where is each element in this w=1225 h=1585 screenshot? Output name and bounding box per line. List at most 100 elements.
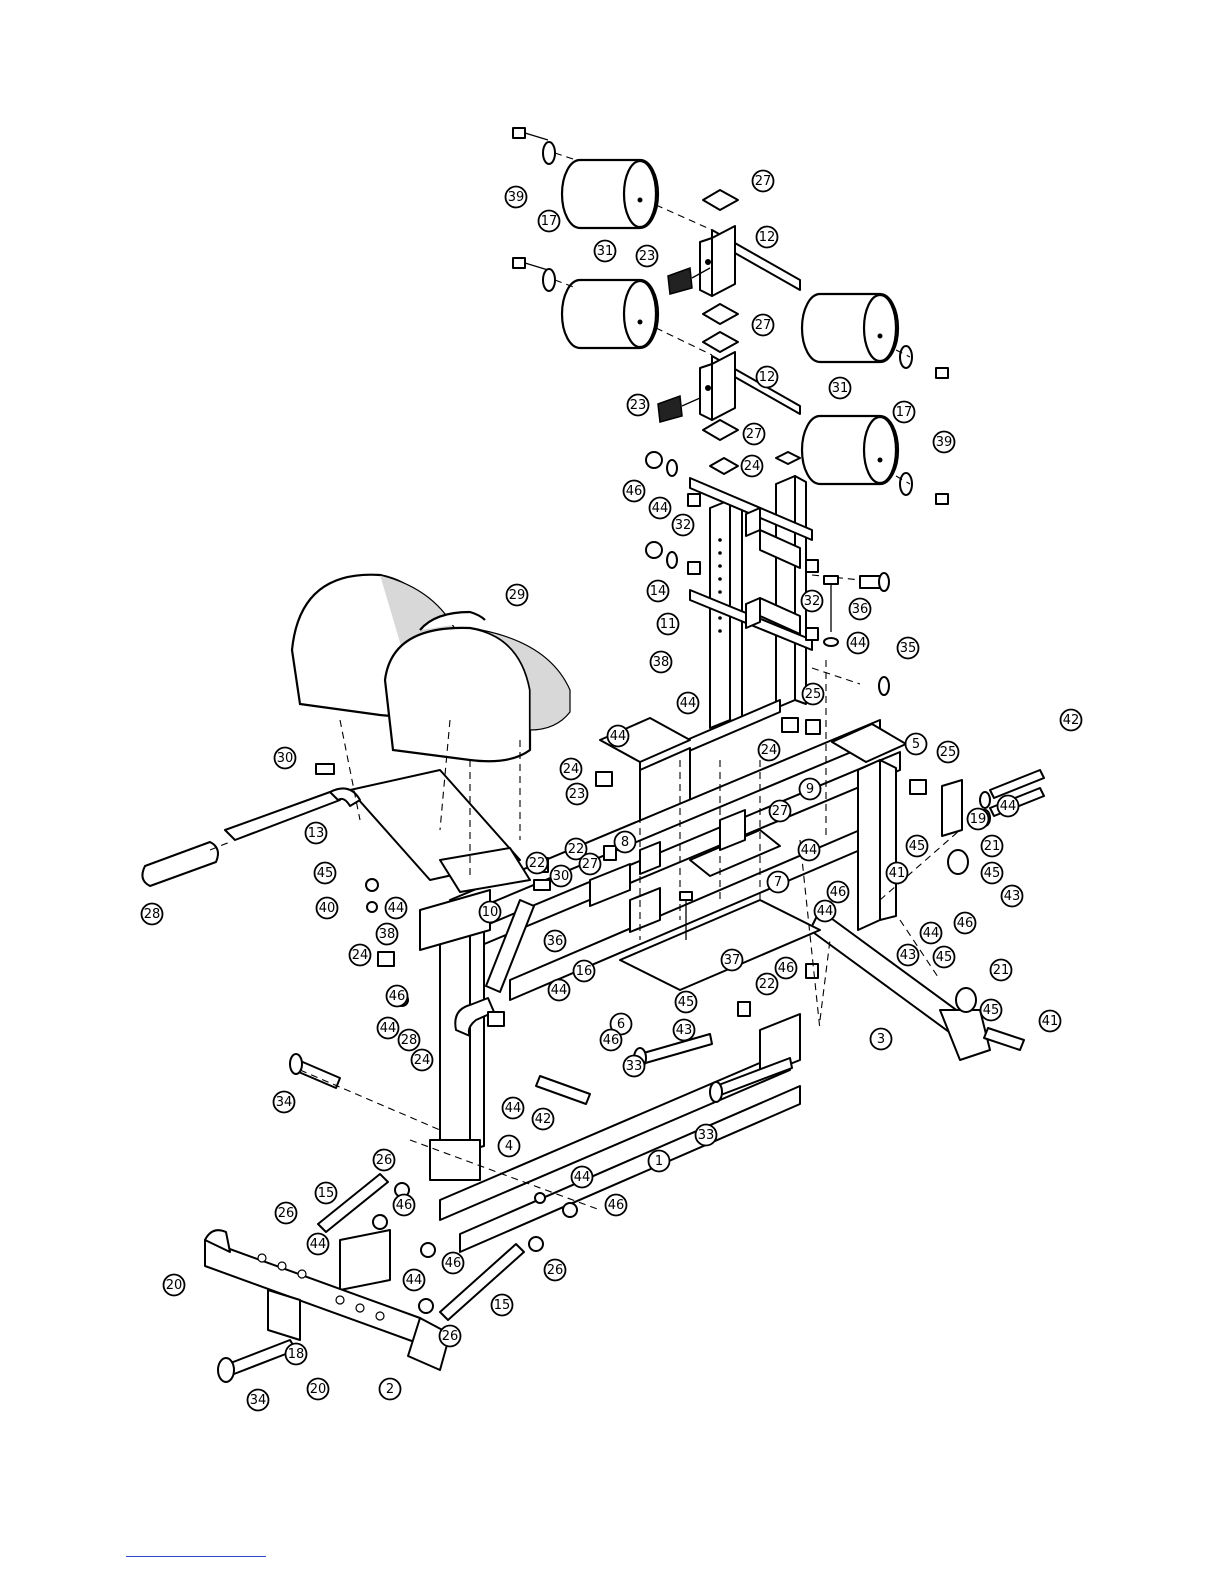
part-callout-label: 46 xyxy=(830,885,847,900)
part-callout-ring xyxy=(272,1090,296,1114)
part-callout-ring xyxy=(604,1193,628,1217)
part-callout-label: 26 xyxy=(278,1206,295,1221)
part-callout-ring xyxy=(676,691,700,715)
part-callout-label: 46 xyxy=(957,916,974,931)
part-callout-ring xyxy=(1000,884,1024,908)
part-callout-label: 10 xyxy=(482,905,499,920)
part-callout-ring xyxy=(649,650,673,674)
part-callout: 44 xyxy=(384,896,408,920)
part-callout-ring xyxy=(757,738,781,762)
part-callout: 40 xyxy=(315,896,339,920)
part-callout: 45 xyxy=(980,861,1004,885)
part-callout-ring xyxy=(656,612,680,636)
part-callout: 45 xyxy=(932,945,956,969)
part-callout-label: 35 xyxy=(900,641,917,656)
part-callout-ring xyxy=(800,589,824,613)
part-callout-ring xyxy=(397,1028,421,1052)
part-callout: 32 xyxy=(671,513,695,537)
part-callout-ring xyxy=(497,1134,521,1158)
part-callout-label: 7 xyxy=(774,875,782,890)
part-callout-label: 19 xyxy=(970,812,987,827)
part-callout-ring xyxy=(635,244,659,268)
part-callout-ring xyxy=(980,861,1004,885)
part-callout: 36 xyxy=(543,929,567,953)
part-callout-ring xyxy=(904,732,928,756)
part-callout-ring xyxy=(896,636,920,660)
part-callout-label: 9 xyxy=(806,782,814,797)
part-callout-label: 44 xyxy=(551,983,568,998)
part-callout-ring xyxy=(438,1324,462,1348)
part-callout-ring xyxy=(755,225,779,249)
part-callout: 28 xyxy=(397,1028,421,1052)
part-callout: 17 xyxy=(892,400,916,424)
part-callout-label: 26 xyxy=(376,1153,393,1168)
part-callout-label: 41 xyxy=(889,866,906,881)
part-callout-label: 33 xyxy=(626,1059,643,1074)
part-callout-label: 44 xyxy=(801,843,818,858)
part-callout-ring xyxy=(980,834,1004,858)
part-callout-ring xyxy=(646,579,670,603)
part-callout-ring xyxy=(979,998,1003,1022)
thigh-pad-right xyxy=(383,626,571,763)
part-callout: 2 xyxy=(378,1377,402,1401)
part-callout-label: 27 xyxy=(755,318,772,333)
part-callout-label: 44 xyxy=(380,1021,397,1036)
part-callout-ring xyxy=(372,1148,396,1172)
part-callout: 34 xyxy=(246,1388,270,1412)
part-callout: 1 xyxy=(647,1149,671,1173)
part-callout-label: 46 xyxy=(626,484,643,499)
part-callout-ring xyxy=(622,1054,646,1078)
part-callout: 44 xyxy=(376,1016,400,1040)
part-number-callouts: 3917312712232712232731173924464432143236… xyxy=(140,169,1083,1412)
part-callout: 19 xyxy=(966,807,990,831)
part-callout-label: 44 xyxy=(388,901,405,916)
part-callout: 24 xyxy=(740,454,764,478)
part-callout-label: 17 xyxy=(541,214,558,229)
part-callout-label: 39 xyxy=(508,190,525,205)
part-callout-label: 33 xyxy=(698,1128,715,1143)
part-callout-label: 12 xyxy=(759,370,776,385)
part-callout: 42 xyxy=(531,1107,555,1131)
foam-roller-lower-left xyxy=(560,278,660,350)
part-callout: 44 xyxy=(648,496,672,520)
part-callout-ring xyxy=(740,454,764,478)
part-callout-ring xyxy=(671,513,695,537)
part-callout-ring xyxy=(306,1232,330,1256)
part-callout-ring xyxy=(953,911,977,935)
part-callout-label: 24 xyxy=(563,762,580,777)
part-callout-label: 44 xyxy=(310,1237,327,1252)
part-callout-label: 24 xyxy=(744,459,761,474)
part-callout-label: 24 xyxy=(352,948,369,963)
part-callout-label: 23 xyxy=(569,787,586,802)
part-callout-label: 46 xyxy=(778,961,795,976)
part-callout-label: 30 xyxy=(553,869,570,884)
part-callout-label: 46 xyxy=(445,1256,462,1271)
part-callout-ring xyxy=(768,799,792,823)
part-callout-ring xyxy=(565,782,589,806)
part-callout: 18 xyxy=(284,1342,308,1366)
part-callout-label: 44 xyxy=(610,729,627,744)
part-callout-ring xyxy=(989,958,1013,982)
part-callout: 4 xyxy=(497,1134,521,1158)
part-callout-ring xyxy=(751,169,775,193)
square-end-cap xyxy=(702,303,739,325)
part-callout-ring xyxy=(304,821,328,845)
roller-carriage-upper xyxy=(699,225,736,297)
part-callout: 44 xyxy=(402,1268,426,1292)
square-end-cap xyxy=(702,331,739,353)
part-callout-ring xyxy=(315,896,339,920)
upright-column xyxy=(599,451,890,823)
part-callout-ring xyxy=(751,313,775,337)
part-callout: 43 xyxy=(1000,884,1024,908)
part-callout-ring xyxy=(674,990,698,1014)
part-callout-ring xyxy=(932,430,956,454)
roller-assembly xyxy=(512,127,949,505)
part-callout-label: 36 xyxy=(547,934,564,949)
part-callout-ring xyxy=(797,838,821,862)
part-callout: 33 xyxy=(694,1123,718,1147)
part-callout-ring xyxy=(478,900,502,924)
part-callout-label: 45 xyxy=(936,950,953,965)
part-callout: 37 xyxy=(720,948,744,972)
part-callout-ring xyxy=(647,1149,671,1173)
part-callout-ring xyxy=(490,1293,514,1317)
